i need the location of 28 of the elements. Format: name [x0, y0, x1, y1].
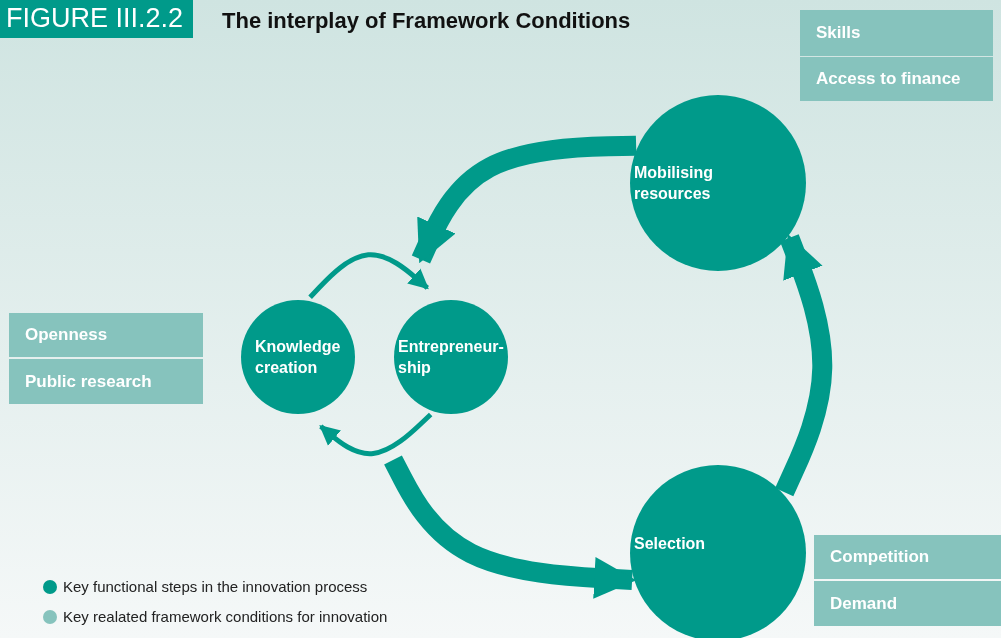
step-label: Mobilising resources [634, 163, 715, 204]
process-circle [394, 300, 508, 414]
condition-label: Public research [24, 371, 152, 392]
figure-number: FIGURE III.2.2 [0, 0, 194, 38]
condition-box [814, 581, 1001, 626]
step-label: Knowledge creation [255, 337, 342, 378]
legend-label: Key functional steps in the innovation process [63, 578, 368, 595]
legend-label: Key realated framework conditions for innovation [63, 608, 388, 625]
diagram-title: The interplay of Framework Conditions [222, 8, 631, 34]
condition-box [800, 57, 993, 101]
condition-box [9, 313, 203, 357]
condition-label: Competition [829, 547, 930, 567]
process-circle [241, 300, 355, 414]
condition-label: Demand [829, 593, 898, 614]
condition-box [814, 535, 1001, 579]
condition-box [9, 359, 203, 404]
condition-label: Access to finance [815, 69, 961, 89]
arrow [384, 455, 637, 599]
condition-label: Openness [24, 325, 108, 345]
condition-box [800, 10, 993, 56]
step-label: Entrepreneur-ship [398, 337, 505, 378]
arrow [319, 412, 433, 457]
arrow [308, 252, 429, 299]
process-circle [630, 95, 806, 271]
step-label: Selection [634, 533, 707, 554]
arrow [775, 233, 833, 497]
arrow [411, 135, 637, 264]
condition-label: Skills [815, 23, 861, 43]
